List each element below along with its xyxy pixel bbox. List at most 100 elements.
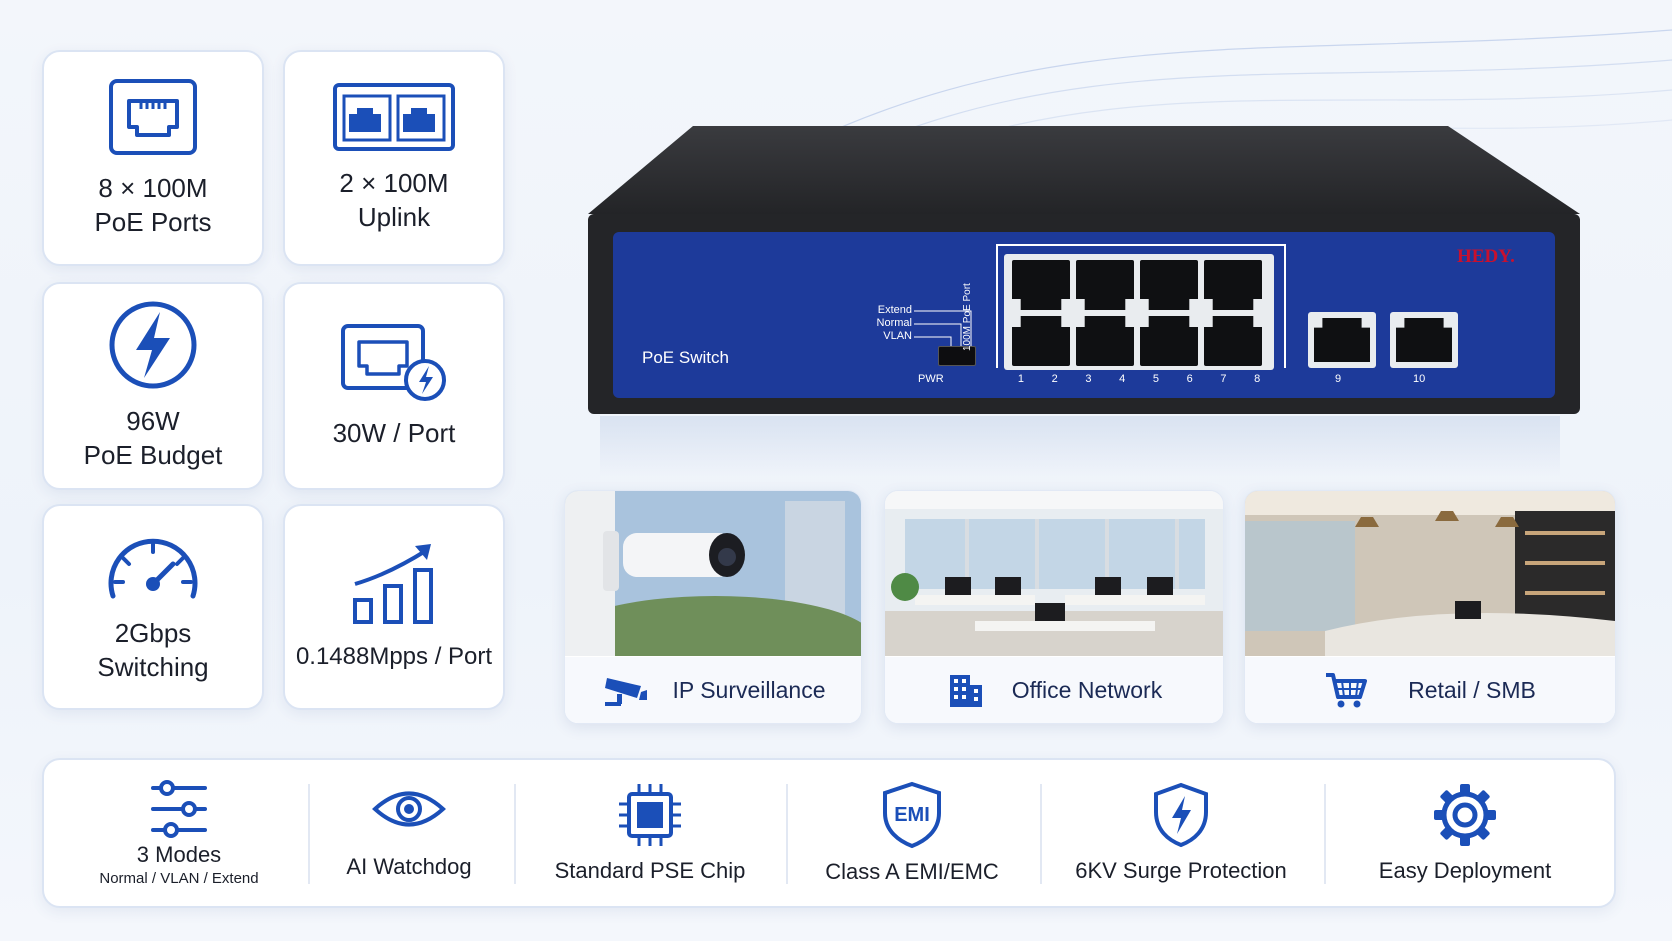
- poe-port[interactable]: [1076, 316, 1134, 366]
- spec-card-poe-ports: 8 × 100M PoE Ports: [42, 50, 264, 266]
- scenario-caption: IP Surveillance: [565, 657, 861, 723]
- surge-shield-icon: [1154, 782, 1208, 848]
- divider: [1324, 784, 1326, 884]
- scenario-card-retail: Retail / SMB: [1244, 490, 1616, 724]
- divider: [786, 784, 788, 884]
- brand-logo: HEDY.: [1457, 246, 1515, 267]
- feature-title: 3 Modes: [136, 841, 222, 867]
- poe-port[interactable]: [1076, 260, 1134, 310]
- spec-card-port-power: 30W / Port: [283, 282, 505, 490]
- feature-title: 6KV Surge Protection: [1075, 858, 1287, 883]
- surveillance-photo: [565, 491, 861, 656]
- uplink-port-10[interactable]: [1390, 312, 1458, 368]
- port-number-row: 1 2 3 4 5 6 7 8: [1004, 373, 1274, 385]
- port-number: 5: [1152, 373, 1159, 385]
- spec-card-mpps: 0.1488Mpps / Port: [283, 504, 505, 710]
- shopping-cart-icon: [1326, 673, 1368, 708]
- spec-label: PoE Ports: [94, 207, 212, 237]
- spec-value: 0.1488Mpps / Port: [295, 643, 493, 670]
- divider: [1040, 784, 1042, 884]
- spec-label: Switching: [97, 652, 209, 682]
- feature-pse-chip: Standard PSE Chip: [520, 760, 780, 906]
- poe-port[interactable]: [1204, 260, 1262, 310]
- scenario-card-surveillance: IP Surveillance: [564, 490, 862, 724]
- divider: [514, 784, 516, 884]
- divider: [308, 784, 310, 884]
- growth-chart-icon: [353, 544, 433, 624]
- feature-subtitle: Normal / VLAN / Extend: [99, 869, 259, 887]
- reflection: [600, 416, 1560, 476]
- scenario-label: IP Surveillance: [672, 676, 826, 703]
- port-number: 7: [1220, 373, 1227, 385]
- poe-port[interactable]: [1204, 316, 1262, 366]
- scenario-label: Office Network: [1011, 676, 1163, 703]
- poe-port-bracket: [996, 244, 1286, 368]
- port-number: 3: [1085, 373, 1092, 385]
- spec-card-poe-budget: 96W PoE Budget: [42, 282, 264, 490]
- emi-badge-text: EMI: [894, 804, 930, 826]
- feature-strip: 3 Modes Normal / VLAN / Extend AI Watchd…: [42, 758, 1616, 908]
- retail-photo: [1245, 491, 1615, 656]
- cctv-camera-icon: [604, 678, 647, 706]
- spec-label: Uplink: [357, 202, 431, 232]
- dual-port-icon: [333, 83, 455, 151]
- feature-emi: EMI Class A EMI/EMC: [792, 760, 1032, 906]
- poe-port[interactable]: [1140, 260, 1198, 310]
- port-number: 8: [1254, 373, 1261, 385]
- spec-value: 8 × 100M: [98, 173, 208, 203]
- port-number: 4: [1119, 373, 1126, 385]
- feature-deployment: Easy Deployment: [1330, 760, 1600, 906]
- port-number: 2: [1051, 373, 1058, 385]
- sliders-icon: [151, 779, 207, 838]
- spec-card-uplink: 2 × 100M Uplink: [283, 50, 505, 266]
- port-number: 1: [1017, 373, 1024, 385]
- mode-switch[interactable]: [938, 346, 976, 366]
- feature-title: Class A EMI/EMC: [825, 859, 999, 884]
- building-icon: [949, 675, 982, 707]
- feature-modes: 3 Modes Normal / VLAN / Extend: [64, 760, 294, 906]
- mode-lines: [914, 310, 972, 346]
- uplink-port-socket: [1396, 318, 1452, 362]
- port-power-icon: [341, 324, 446, 401]
- scenario-caption: Office Network: [885, 657, 1223, 723]
- spec-value: 30W / Port: [332, 418, 456, 448]
- scenario-card-office: Office Network: [884, 490, 1224, 724]
- mode-vlan-label: VLAN: [883, 330, 912, 342]
- eye-icon: [372, 791, 446, 827]
- uplink-port-socket: [1314, 318, 1370, 362]
- rj45-port-icon: [109, 79, 197, 155]
- gear-icon: [1434, 784, 1496, 846]
- office-photo: [885, 491, 1223, 656]
- spec-value: 2Gbps: [114, 618, 192, 648]
- spec-value: 2 × 100M: [339, 168, 449, 198]
- port-group-label: 100M PoE Port: [962, 283, 973, 351]
- poe-port[interactable]: [1012, 316, 1070, 366]
- spec-value: 96W: [126, 406, 180, 436]
- speedometer-icon: [108, 538, 198, 599]
- spec-label: PoE Budget: [83, 440, 223, 470]
- mode-normal-label: Normal: [876, 317, 912, 329]
- port-number: 6: [1186, 373, 1193, 385]
- uplink-number-9: 9: [1335, 373, 1342, 385]
- uplink-number-10: 10: [1413, 373, 1426, 385]
- feature-watchdog: AI Watchdog: [314, 760, 504, 906]
- emi-shield-icon: EMI: [883, 781, 941, 849]
- poe-port[interactable]: [1140, 316, 1198, 366]
- lightning-icon: [109, 301, 197, 389]
- feature-title: Easy Deployment: [1378, 858, 1552, 883]
- feature-surge: 6KV Surge Protection: [1046, 760, 1316, 906]
- chip-icon: [619, 784, 681, 846]
- poe-port-block: [1004, 254, 1274, 370]
- poe-port[interactable]: [1012, 260, 1070, 310]
- scenario-label: Retail / SMB: [1408, 676, 1536, 703]
- feature-title: Standard PSE Chip: [554, 858, 746, 883]
- feature-title: AI Watchdog: [346, 854, 472, 879]
- scenario-caption: Retail / SMB: [1245, 657, 1615, 723]
- uplink-port-9[interactable]: [1308, 312, 1376, 368]
- panel-model-label: PoE Switch: [642, 348, 729, 367]
- chassis-top: [588, 126, 1580, 214]
- pwr-label: PWR: [918, 373, 944, 385]
- mode-extend-label: Extend: [877, 304, 912, 316]
- mode-labels: Extend Normal VLAN: [862, 304, 912, 343]
